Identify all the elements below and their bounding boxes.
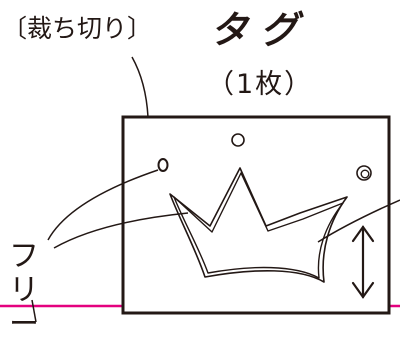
cut-line-label: 〔裁ち切り〕 [2,14,153,43]
tag-outline [121,115,391,315]
page-title: タグ [210,7,311,52]
hole-right-outer [356,165,372,181]
hole-top [231,133,245,147]
double-arrow-vertical-icon [351,225,375,299]
tag-pattern-diagram [0,56,400,322]
free-leader-3 [31,299,37,322]
hole-right-inner [360,169,370,179]
free-leader-2 [53,212,189,249]
hole-left [157,158,169,172]
free-label: フリー [9,239,39,342]
right-leader [317,199,400,243]
cut-line-leader [131,56,149,118]
piece-count-label: （1枚） [207,69,314,100]
free-leader-1 [47,169,159,241]
crown-shape-inner [173,172,344,279]
